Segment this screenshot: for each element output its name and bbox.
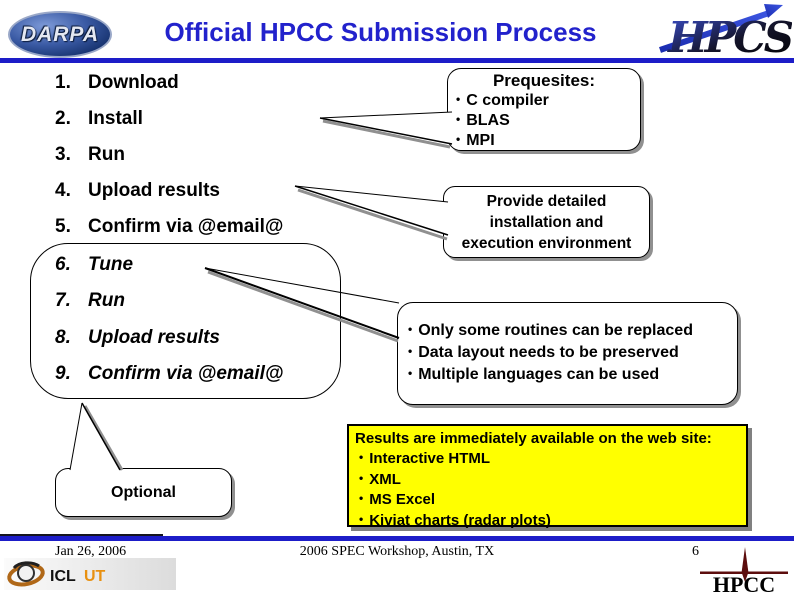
hpcs-logo-label: HPCS — [667, 13, 792, 58]
step-number: 8. — [55, 327, 71, 348]
footer-divider — [0, 536, 794, 541]
step-3-run: 3. Run — [55, 144, 125, 166]
optional-label: Optional — [111, 483, 176, 501]
hpcc-logo-icon: HPCC — [700, 547, 788, 595]
icl-label: ICL — [50, 568, 76, 585]
step-8-upload: 8. Upload results — [55, 327, 220, 349]
results-item: Interactive HTML — [355, 449, 740, 470]
icl-ut-logo-icon: ICL UT — [4, 558, 176, 590]
step-label: Confirm via @email@ — [88, 216, 284, 237]
tuning-rule-item: Only some routines can be replaced — [408, 320, 737, 342]
step-label: Run — [88, 290, 125, 311]
step-1-download: 1. Download — [55, 72, 179, 94]
prerequisites-title: Prequesites: — [492, 71, 596, 90]
step-5-confirm: 5. Confirm via @email@ — [55, 216, 283, 238]
step-number: 2. — [55, 108, 71, 129]
step-label: Confirm via @email@ — [88, 363, 284, 384]
footer-event: 2006 SPEC Workshop, Austin, TX — [299, 544, 495, 559]
results-item: MS Excel — [355, 490, 740, 511]
step-number: 3. — [55, 144, 71, 165]
results-title: Results are immediately available on the… — [355, 430, 712, 447]
prerequisite-item: MPI — [448, 131, 640, 151]
header-divider — [0, 58, 794, 63]
provide-line: Provide detailed — [486, 193, 607, 210]
hpcs-logo-icon: HPCS — [659, 4, 792, 58]
provide-line: execution environment — [461, 235, 632, 252]
step-7-run: 7. Run — [55, 290, 125, 312]
step-label: Install — [88, 108, 143, 129]
provide-line: installation and — [489, 214, 604, 231]
footer-accent-line — [0, 534, 163, 536]
darpa-logo-icon: DARPA — [8, 11, 112, 58]
results-highlight-box: Results are immediately available on the… — [347, 424, 748, 529]
prerequisite-item: BLAS — [448, 111, 640, 131]
page-number: 6 — [692, 544, 699, 559]
step-number: 4. — [55, 180, 71, 201]
step-label: Tune — [88, 254, 134, 275]
results-item: XML — [355, 470, 740, 491]
step-label: Download — [88, 72, 179, 93]
ut-label: UT — [84, 568, 106, 585]
provide-environment-callout: Provide detailed installation and execut… — [443, 186, 650, 258]
optional-steps-outline — [30, 243, 341, 399]
tuning-rules-callout: Only some routines can be replaced Data … — [397, 302, 738, 405]
results-item: Kiviat charts (radar plots) — [355, 511, 740, 532]
hpcc-label: HPCC — [713, 572, 775, 595]
step-label: Upload results — [88, 327, 220, 348]
step-4-upload: 4. Upload results — [55, 180, 220, 202]
darpa-logo-label: DARPA — [20, 22, 100, 46]
footer-date: Jan 26, 2006 — [55, 544, 127, 559]
step-2-install: 2. Install — [55, 108, 143, 130]
optional-callout: Optional — [55, 468, 232, 517]
step-label: Run — [88, 144, 125, 165]
step-number: 7. — [55, 290, 71, 311]
step-label: Upload results — [88, 180, 220, 201]
step-number: 1. — [55, 72, 71, 93]
slide-title: Official HPCC Submission Process — [164, 17, 597, 47]
prerequisites-callout: Prequesites: C compiler BLAS MPI — [447, 68, 641, 151]
tuning-rule-item: Multiple languages can be used — [408, 364, 737, 386]
prerequisite-item: C compiler — [448, 91, 640, 111]
step-number: 5. — [55, 216, 71, 237]
tuning-rule-item: Data layout needs to be preserved — [408, 342, 737, 364]
